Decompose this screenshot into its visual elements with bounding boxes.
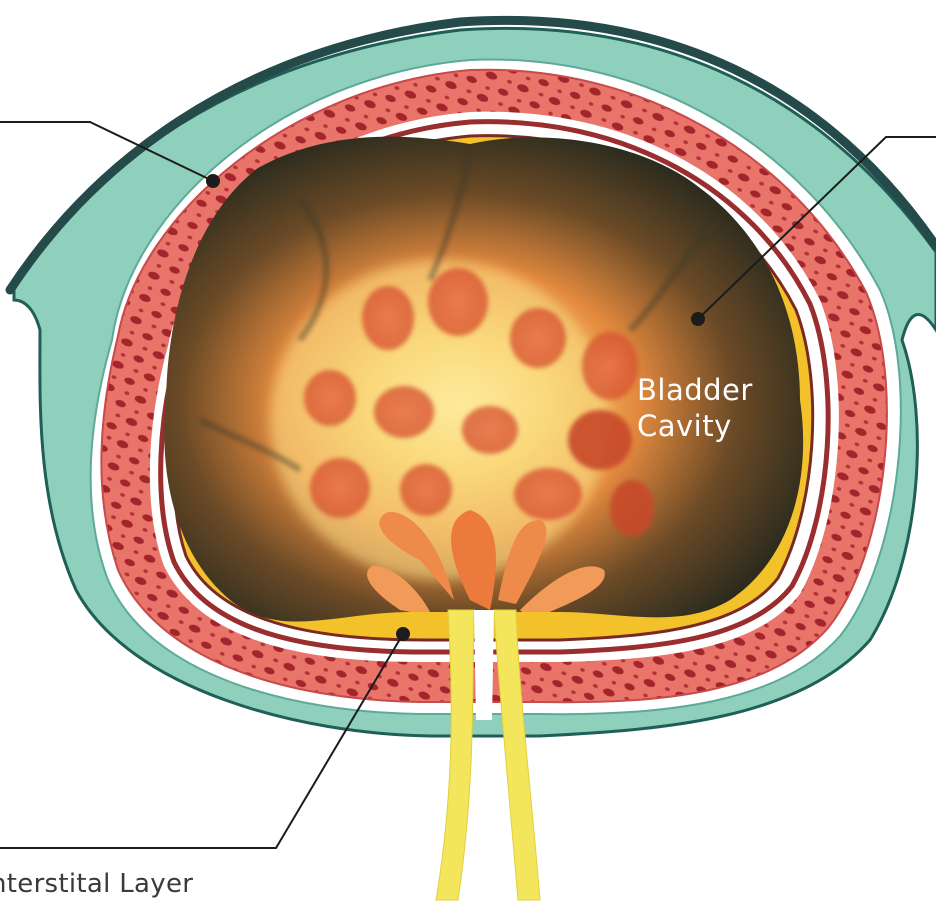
leader-dot-muscle (206, 174, 220, 188)
leader-dot-cavity (691, 312, 705, 326)
leader-dot-interstitial (396, 627, 410, 641)
bladder-cavity-label-line1: Bladder (637, 372, 753, 408)
interstitial-layer-label: nterstital Layer (0, 868, 193, 900)
bladder-cavity-label: Bladder Cavity (637, 372, 753, 444)
bladder-cavity-label-line2: Cavity (637, 408, 753, 444)
